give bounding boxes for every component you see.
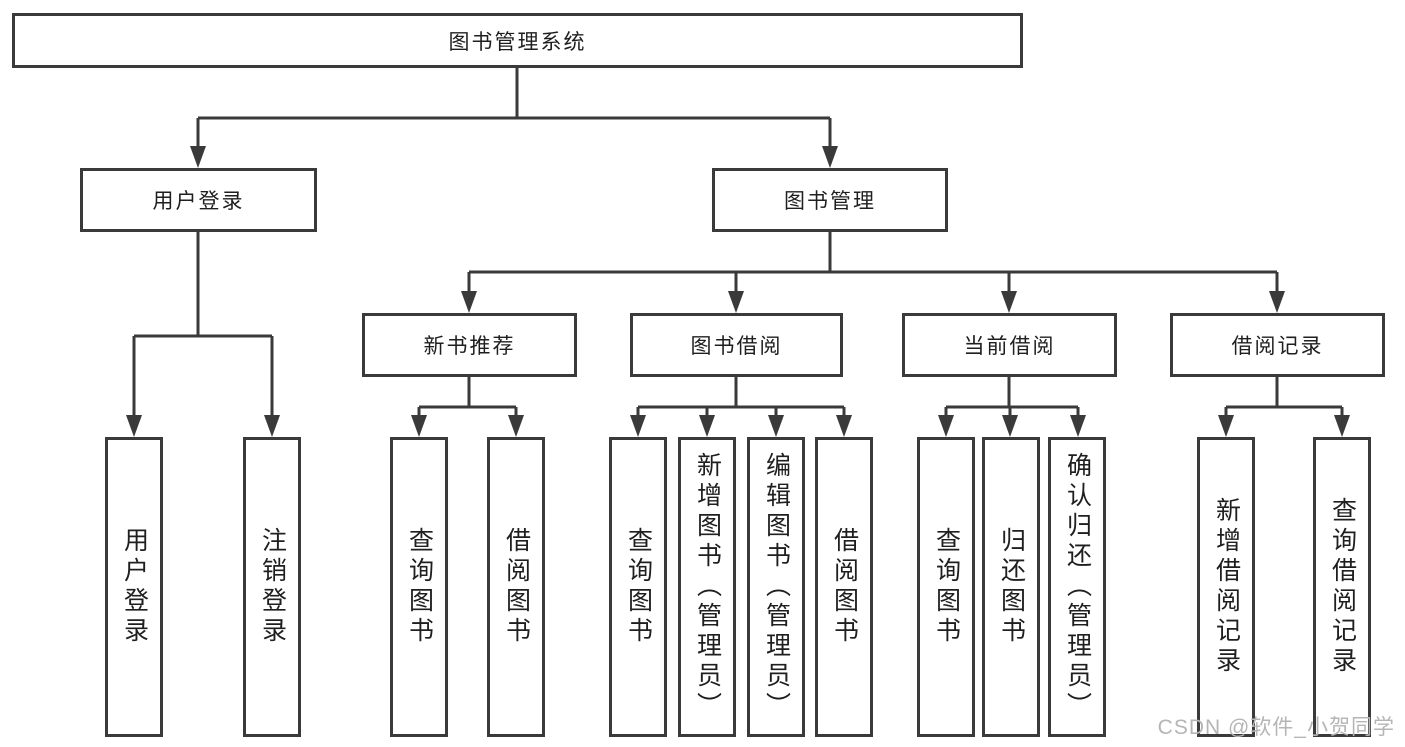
connector-current-borrow [944, 377, 1080, 421]
leaf-query-books-recommend: 查询图书 [390, 437, 448, 737]
leaf-borrow-book: 借阅图书 [815, 437, 873, 737]
node-book-management: 图书管理 [712, 168, 948, 232]
connector-book-management [467, 232, 1279, 297]
leaf-user-login: 用户登录 [105, 437, 163, 737]
leaf-logout: 注销登录 [243, 437, 301, 737]
node-new-book-recommend: 新书推荐 [362, 313, 577, 377]
connector-new-book [417, 377, 518, 421]
node-root: 图书管理系统 [12, 13, 1023, 68]
leaf-confirm-return-admin: 确认归还（管理员） [1048, 437, 1106, 737]
leaf-add-book-admin: 新增图书（管理员） [678, 437, 736, 737]
leaf-query-borrow-record: 查询借阅记录 [1313, 437, 1371, 737]
leaf-query-books-current: 查询图书 [917, 437, 975, 737]
connector-root [196, 68, 832, 150]
leaf-edit-book-admin: 编辑图书（管理员） [747, 437, 805, 737]
connector-borrow-records [1224, 377, 1344, 421]
leaf-query-books-borrow: 查询图书 [609, 437, 667, 737]
node-borrow-records: 借阅记录 [1170, 313, 1385, 377]
watermark-text: CSDN @软件_小贺同学 [1157, 716, 1395, 739]
leaf-add-borrow-record: 新增借阅记录 [1197, 437, 1255, 737]
node-user-login: 用户登录 [80, 168, 317, 232]
leaf-return-book: 归还图书 [982, 437, 1040, 737]
connector-book-borrow [636, 377, 846, 421]
node-book-borrow: 图书借阅 [630, 313, 843, 377]
connector-user-login [132, 232, 274, 421]
leaf-borrow-books-recommend: 借阅图书 [487, 437, 545, 737]
node-current-borrow: 当前借阅 [902, 313, 1117, 377]
